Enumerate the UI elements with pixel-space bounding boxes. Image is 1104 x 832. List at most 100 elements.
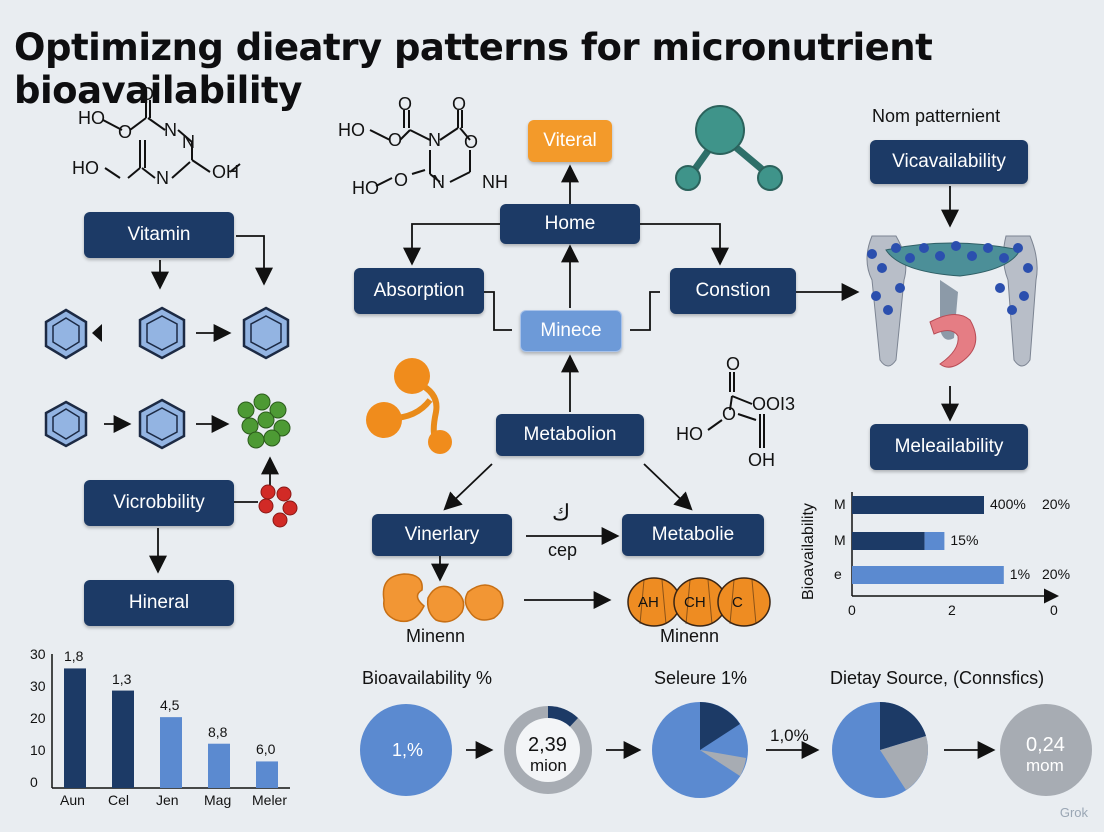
bar-category-label: Mag (204, 792, 232, 808)
mol-c-n1: N (428, 130, 441, 150)
mol-r-o-mid: O (722, 404, 737, 424)
pie-2-label-1: 2,39 (528, 734, 567, 756)
benzene-rings (44, 306, 290, 450)
pie-5-label-2: mom (1026, 756, 1064, 775)
bracket-constion-minece (630, 291, 660, 331)
watermark: Grok (1059, 805, 1088, 820)
mol-c-o1: O (388, 130, 403, 150)
molecule-top-left-bonds (102, 100, 241, 179)
hbar-x-tick: 2 (948, 602, 956, 618)
molecule-right-bonds (707, 372, 765, 448)
hbar-dark-1 (852, 532, 925, 550)
node-meleailability[interactable]: Meleailability (870, 424, 1028, 470)
hbar-x-tick: 0 (1050, 602, 1058, 618)
mol-tl-ho2: HO (72, 158, 99, 178)
bar-4 (256, 761, 278, 788)
molecule-center-bonds (369, 110, 471, 187)
pie-heading-2: Seleure 1% (654, 668, 748, 688)
hbar-x-tick: 0 (848, 602, 856, 618)
bar-category-label: Aun (60, 792, 85, 808)
hbar-dark-0 (852, 496, 984, 514)
bar-data-label: 6,0 (256, 741, 276, 758)
node-constion[interactable]: Constion (670, 268, 796, 314)
benzene-ring-1-icon (44, 308, 88, 360)
pie-1-label: 1,% (392, 740, 424, 760)
orange-molecule-icon (366, 358, 452, 454)
node-home[interactable]: Home (500, 204, 640, 244)
hbar-value-label-2: 20% (1042, 566, 1071, 582)
node-metabolie[interactable]: Metabolie (622, 514, 764, 556)
mol-tl-o-top: O (140, 84, 155, 104)
mol-tl-n1: N (164, 120, 177, 140)
pie-arrow-label: 1,0% (770, 726, 809, 745)
mol-tl-o1: O (118, 122, 133, 142)
bar-chart-left (51, 654, 290, 789)
mol-c-nh: NH (482, 172, 508, 192)
hbar-row-label: M (834, 532, 846, 548)
pie-heading-3: Dietay Source, (Connsfics) (830, 668, 1045, 688)
node-absorption[interactable]: Absorption (354, 268, 484, 314)
node-vitamin[interactable]: Vitamin (84, 212, 234, 258)
node-hineral[interactable]: Hineral (84, 580, 234, 626)
bar-y-tick: 10 (30, 742, 46, 758)
mol-r-oh: OH (748, 450, 775, 470)
mol-r-o-top: O (726, 354, 741, 374)
mol-tl-oh: OH (212, 162, 239, 182)
bar-category-label: Meler (252, 792, 288, 808)
bar-y-tick: 30 (30, 646, 46, 662)
mol-tl-n2: N (156, 168, 169, 188)
bar-y-tick: 0 (30, 774, 38, 790)
teal-molecule-icon (675, 105, 783, 191)
mol-c-o-top2: O (452, 94, 467, 114)
arrow-metabolion-metabolie (643, 463, 693, 511)
pie-3 (652, 702, 748, 798)
node-vicavailability[interactable]: Vicavailability (870, 140, 1028, 184)
bar-y-tick: 20 (30, 710, 46, 726)
pie-5-label-1: 0,24 (1026, 734, 1065, 756)
arrow-home-constion (640, 223, 729, 266)
label-c: C (732, 594, 743, 611)
node-vicrobbility[interactable]: Vicrobbility (84, 480, 234, 526)
node-metabolion[interactable]: Metabolion (496, 414, 644, 456)
bar-y-tick: 30 (30, 678, 46, 694)
node-minece[interactable]: Minece (520, 310, 622, 352)
label-cep: cep (548, 540, 578, 560)
pie-1 (360, 704, 452, 796)
node-vinerlary[interactable]: Vinerlary (372, 514, 512, 556)
hbar-light-2 (852, 566, 1004, 584)
benzene-ring-5-icon (138, 398, 186, 450)
arrow-vitamin-right (236, 235, 273, 286)
mol-c-n2: N (432, 172, 445, 192)
bar-3 (208, 743, 230, 788)
label-ch: CH (684, 594, 706, 611)
hbar-value-label: 15% (950, 532, 979, 548)
hbar-row-label: e (834, 566, 842, 582)
orange-blobs-left (382, 573, 504, 623)
mol-c-ho2: HO (352, 178, 379, 198)
digestive-anatomy-icon (866, 235, 1038, 368)
bar-2 (160, 717, 182, 788)
benzene-ring-2-icon (138, 306, 186, 360)
pie-row (360, 701, 1092, 798)
pie-5 (1000, 704, 1092, 796)
benzene-ring-4-icon (44, 400, 88, 448)
node-viteral[interactable]: Viteral (528, 120, 612, 162)
label-cep-symbol: ك (552, 500, 571, 525)
mol-r-o3: O (752, 394, 767, 414)
label-ah: AH (638, 594, 659, 611)
bar-data-label: 1,8 (64, 648, 84, 665)
hbar-value-label: 1% (1009, 566, 1031, 582)
label-minenn-right: Minenn (660, 626, 720, 646)
arrow-metabolion-vinerlary (443, 463, 493, 511)
bracket-absorption-minece (484, 291, 512, 331)
hbar-light-1 (924, 532, 945, 550)
hbar-chart (851, 492, 1059, 604)
arrow-home-absorption (403, 223, 500, 266)
mol-c-ho1: HO (338, 120, 365, 140)
hbar-value-label: 400% (990, 496, 1026, 512)
mol-r-ho: HO (676, 424, 703, 444)
mol-tl-n3: N (182, 132, 195, 152)
red-molecule-cluster-icon (258, 484, 298, 528)
pie-2 (504, 706, 592, 794)
